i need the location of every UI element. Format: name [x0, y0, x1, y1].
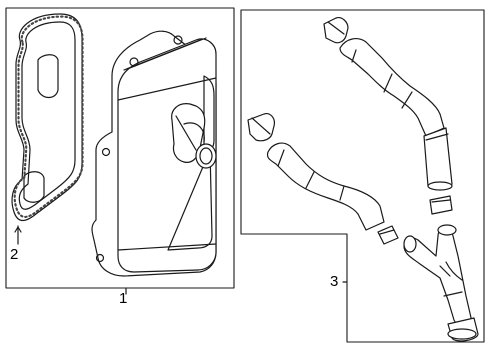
- left-frame: [5, 7, 235, 289]
- coolant-hose-icon: [247, 17, 479, 342]
- callout-part-1: 1: [119, 290, 128, 307]
- right-frame: [240, 9, 485, 343]
- callout-part-3: 3: [330, 273, 339, 290]
- leader-line-2: [14, 225, 22, 245]
- callout-part-2: 2: [10, 246, 19, 263]
- oil-cooler-icon: [91, 30, 217, 277]
- gasket-icon: [11, 13, 84, 222]
